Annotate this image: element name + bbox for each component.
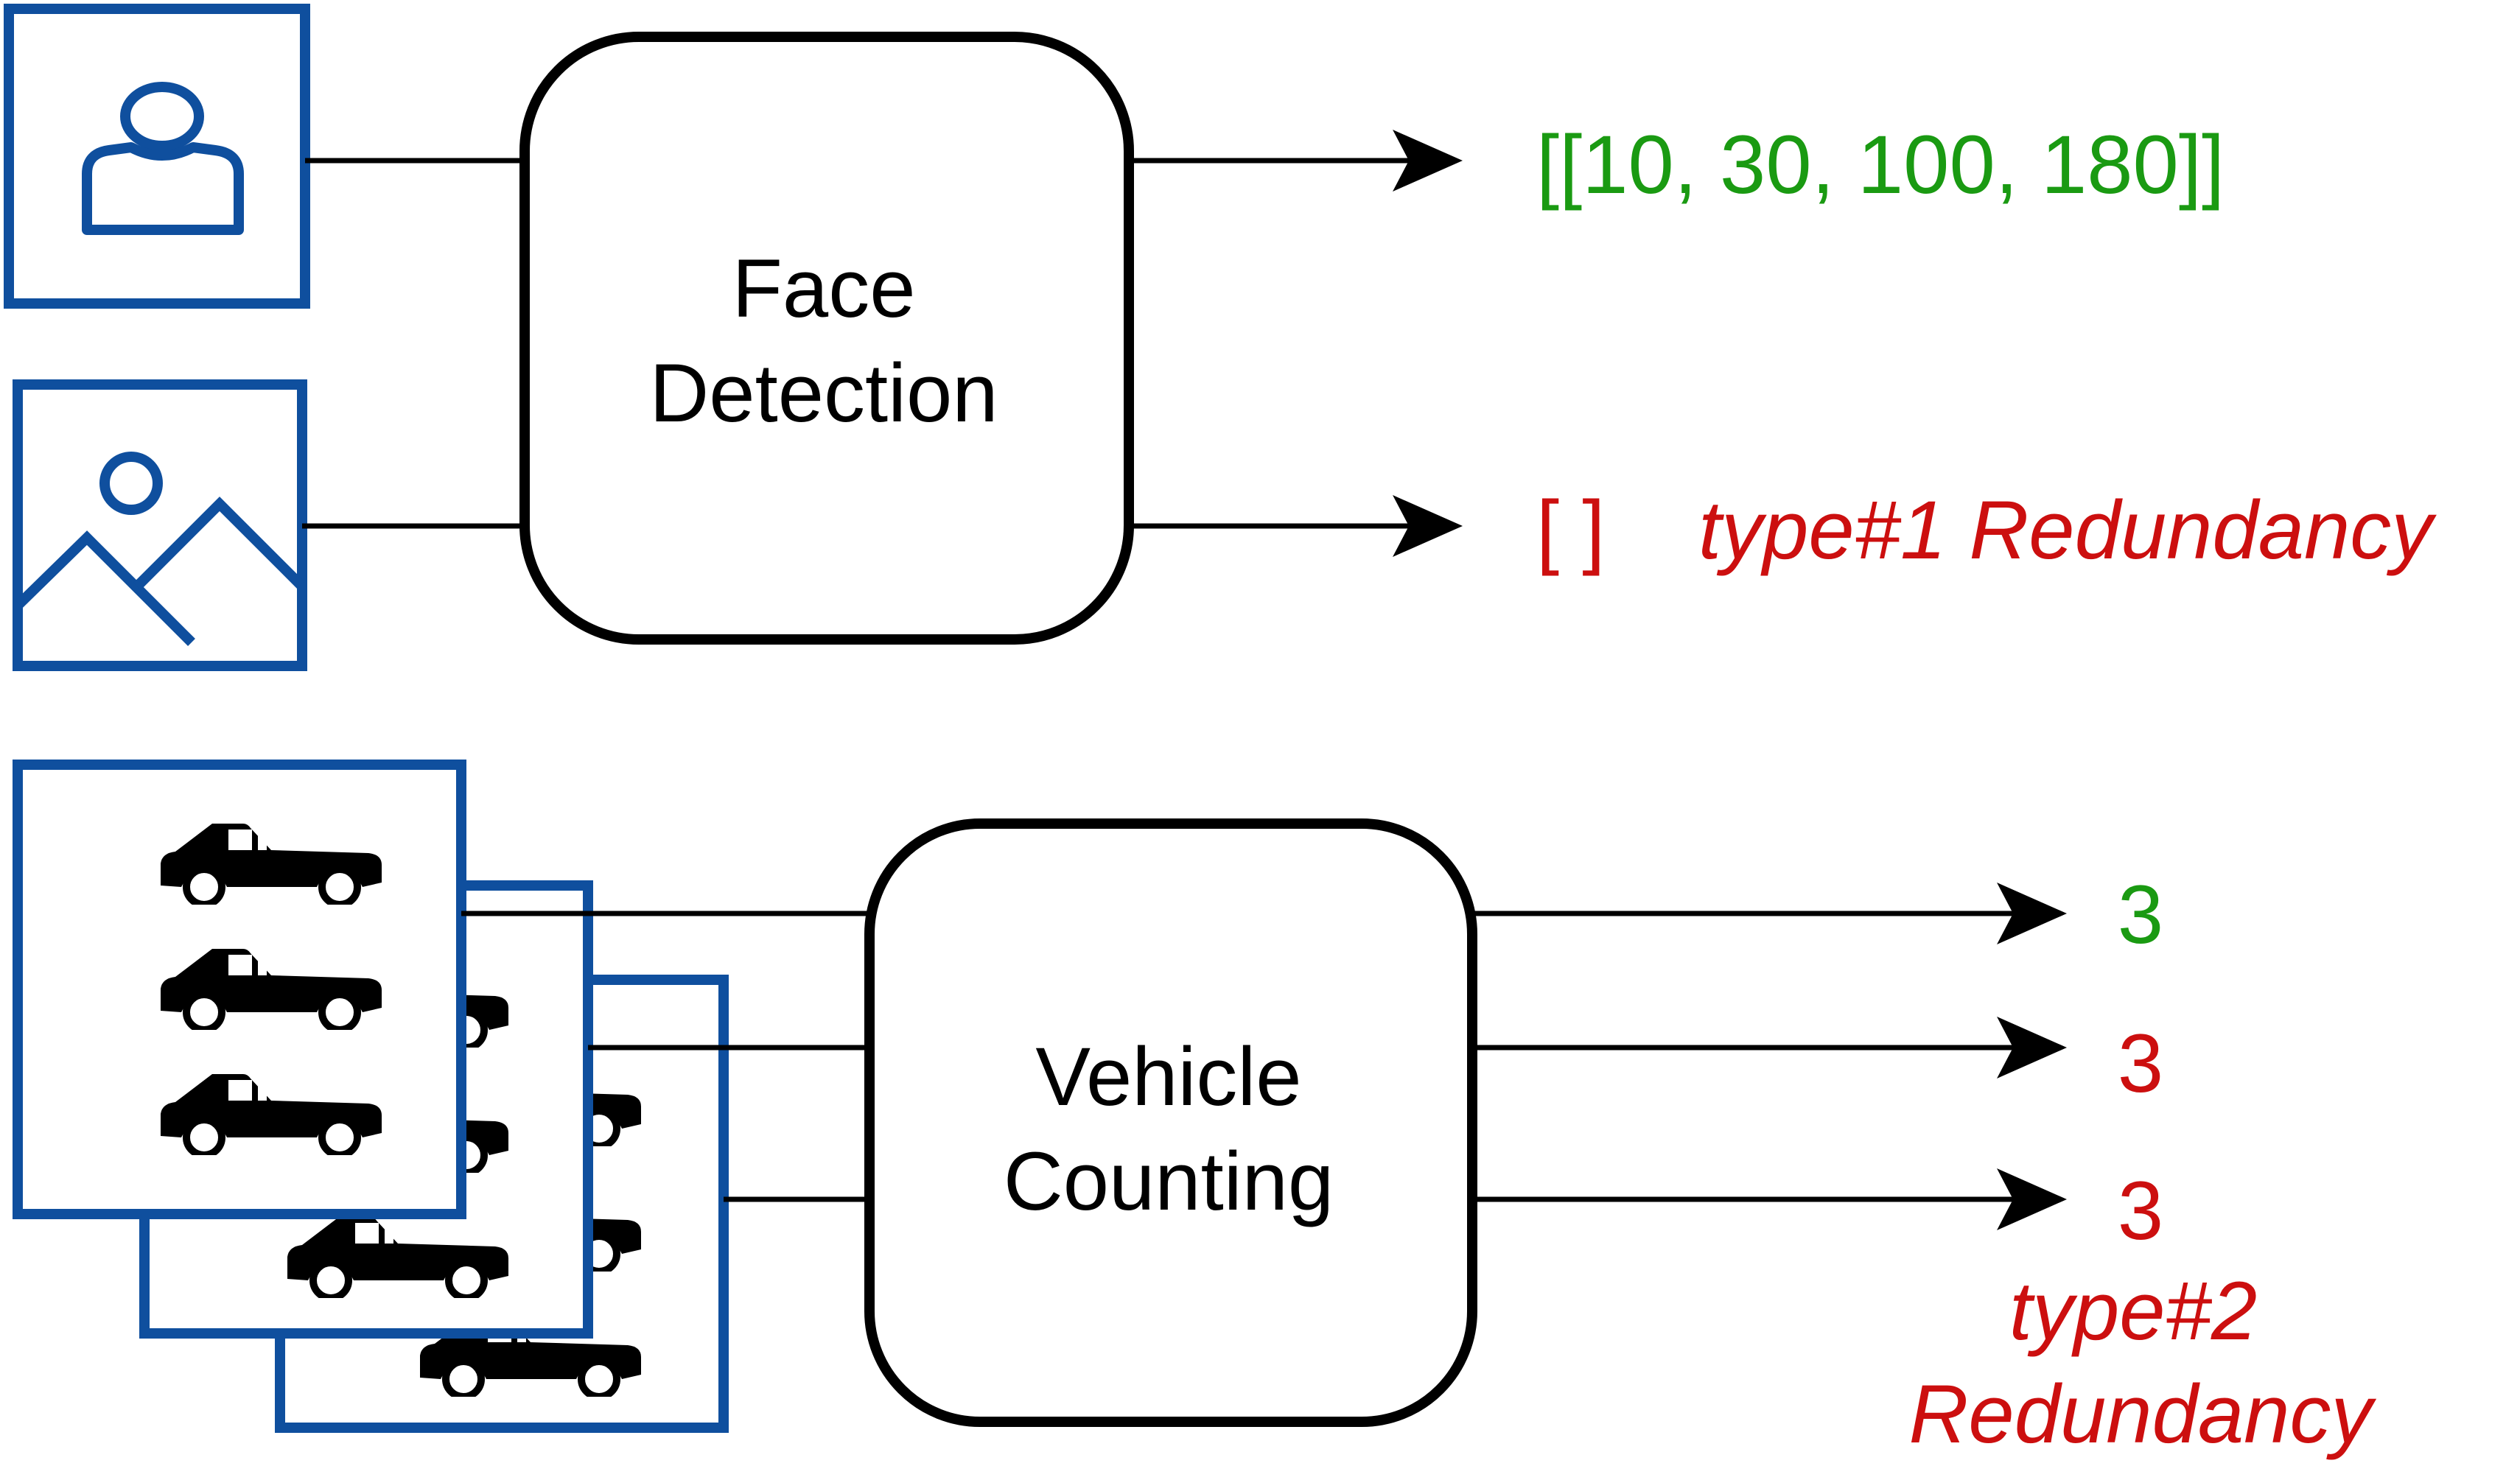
vehicle-output-1: 3 [2118, 869, 2163, 961]
vehicle-output-arrows [1472, 883, 2067, 1230]
type2-redundancy-label-line2: Redundancy [1909, 1368, 2377, 1460]
face-detection-box: Face Detection [519, 32, 1134, 645]
vehicle-output-3: 3 [2118, 1165, 2163, 1257]
vehicle-counting-title-line1: Vehicle [1035, 1031, 1301, 1123]
vehicle-output-2: 3 [2118, 1017, 2163, 1109]
vehicle-input-connectors [461, 911, 869, 1202]
face-output-arrows [1129, 130, 1463, 557]
face-output-1: [[10, 30, 100, 180]] [1536, 119, 2225, 211]
type1-redundancy-label: type#1 Redundancy [1698, 484, 2437, 576]
face-detection-title-line1: Face [732, 242, 916, 334]
face-detection-title-line2: Detection [649, 347, 998, 439]
person-image [4, 4, 310, 309]
vehicle-counting-title-line2: Counting [1004, 1135, 1334, 1227]
landscape-icon [15, 452, 304, 646]
vehicle-counting-box: Vehicle Counting [864, 818, 1477, 1427]
face-output-2: [ ] [1536, 484, 1605, 576]
type2-redundancy-label-line1: type#2 [2009, 1265, 2257, 1357]
landscape-image [13, 379, 307, 671]
person-icon [82, 82, 244, 235]
vehicle-frame-1 [13, 760, 466, 1219]
face-input-connectors [302, 158, 525, 529]
